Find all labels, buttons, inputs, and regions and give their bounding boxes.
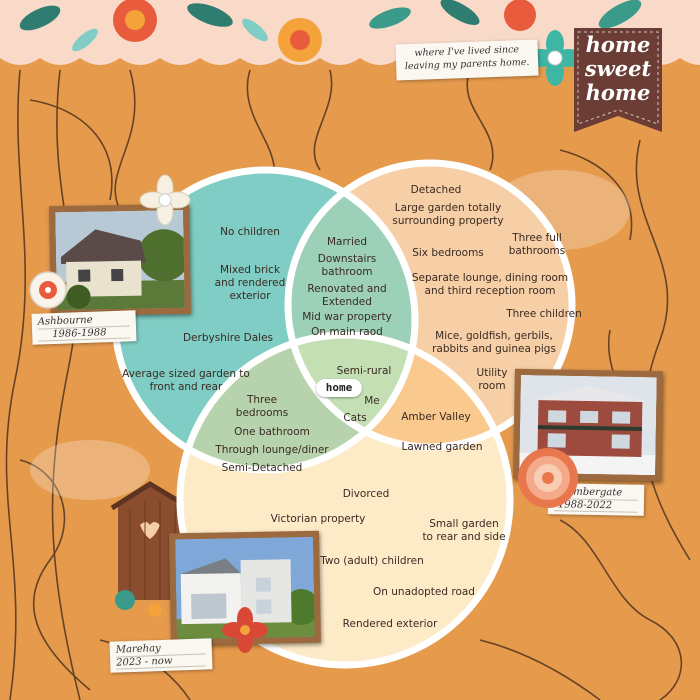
venn-label-right-bottom-overlap: Amber Valley	[401, 411, 471, 423]
venn-label-left-only: Mixed brick and rendered exterior	[214, 264, 286, 303]
venn-label-top-overlap: On main raod	[311, 326, 383, 338]
tag-marehay: Marehay 2023 - now	[109, 638, 213, 673]
venn-label-center-all: Cats	[343, 412, 367, 424]
house-image-ambergate	[519, 374, 657, 476]
venn-label-left-bottom-overlap: Semi-Detached	[221, 462, 303, 474]
venn-label-bottom-only: Rendered exterior	[342, 618, 438, 630]
venn-label-right-only: Large garden totally surrounding propert…	[392, 202, 504, 228]
venn-label-top-overlap: Married	[327, 236, 367, 248]
venn-label-right-only: Mice, goldfish, gerbils, rabbits and gui…	[432, 330, 556, 356]
venn-label-left-only: Derbyshire Dales	[182, 332, 274, 344]
photo-marehay	[169, 530, 321, 646]
venn-label-bottom-only: Divorced	[342, 488, 390, 500]
venn-label-center-all: Me	[364, 395, 380, 407]
tag-marehay-years: 2023 - now	[116, 653, 207, 670]
venn-center-label: home	[316, 379, 362, 397]
tag-ambergate: Ambergate 1988-2022	[547, 483, 645, 516]
house-image-ashbourne	[55, 209, 185, 311]
venn-label-left-bottom-overlap: Three bedrooms	[235, 394, 289, 420]
outhouse-decoration	[110, 481, 206, 617]
house-image-marehay	[175, 536, 315, 640]
venn-label-bottom-only: Victorian property	[270, 513, 366, 525]
tag-ashbourne: Ashbourne 1986-1988	[31, 310, 137, 345]
venn-label-right-only: Separate lounge, dining room and third r…	[411, 272, 569, 298]
venn-label-top-overlap: Renovated and Extended	[307, 283, 387, 309]
venn-label-right-bottom-overlap: Lawned garden	[401, 441, 483, 453]
venn-label-right-only: Detached	[410, 184, 462, 196]
venn-overlap-left-bottom	[180, 335, 415, 470]
venn-label-right-only: Utility room	[476, 367, 508, 393]
tag-ambergate-years: 1988-2022	[553, 498, 638, 513]
photo-ambergate	[513, 368, 663, 482]
tag-ashbourne-years: 1986-1988	[38, 325, 131, 342]
venn-label-right-only: Three full bathrooms	[508, 232, 566, 258]
venn-label-left-bottom-overlap: Through lounge/diner	[215, 444, 329, 456]
venn-label-bottom-only: On unadopted road	[373, 586, 475, 598]
photo-ashbourne	[49, 203, 191, 317]
venn-label-right-only: Three children	[506, 308, 582, 320]
caption-note: where I've lived since leaving my parent…	[395, 39, 539, 81]
badge-word-sweet: sweet	[584, 56, 652, 81]
venn-label-top-overlap: Mid war property	[302, 311, 392, 323]
venn-label-left-only: Average sized garden to front and rear	[122, 368, 250, 394]
badge-word-home-2: home	[585, 80, 651, 105]
home-sweet-home-badge: home sweet home	[568, 24, 668, 134]
venn-label-left-bottom-overlap: One bathroom	[234, 426, 310, 438]
venn-label-bottom-only: Two (adult) children	[320, 555, 424, 567]
venn-overlap-right-bottom	[288, 335, 510, 447]
venn-label-bottom-only: Small garden to rear and side	[422, 518, 506, 544]
venn-label-top-overlap: Downstairs bathroom	[317, 253, 377, 279]
badge-shape	[574, 28, 662, 132]
venn-label-left-only: No children	[220, 226, 280, 238]
badge-word-home: home	[585, 32, 651, 57]
venn-label-right-only: Six bedrooms	[412, 247, 484, 259]
venn-label-center-all: Semi-rural	[336, 365, 392, 377]
